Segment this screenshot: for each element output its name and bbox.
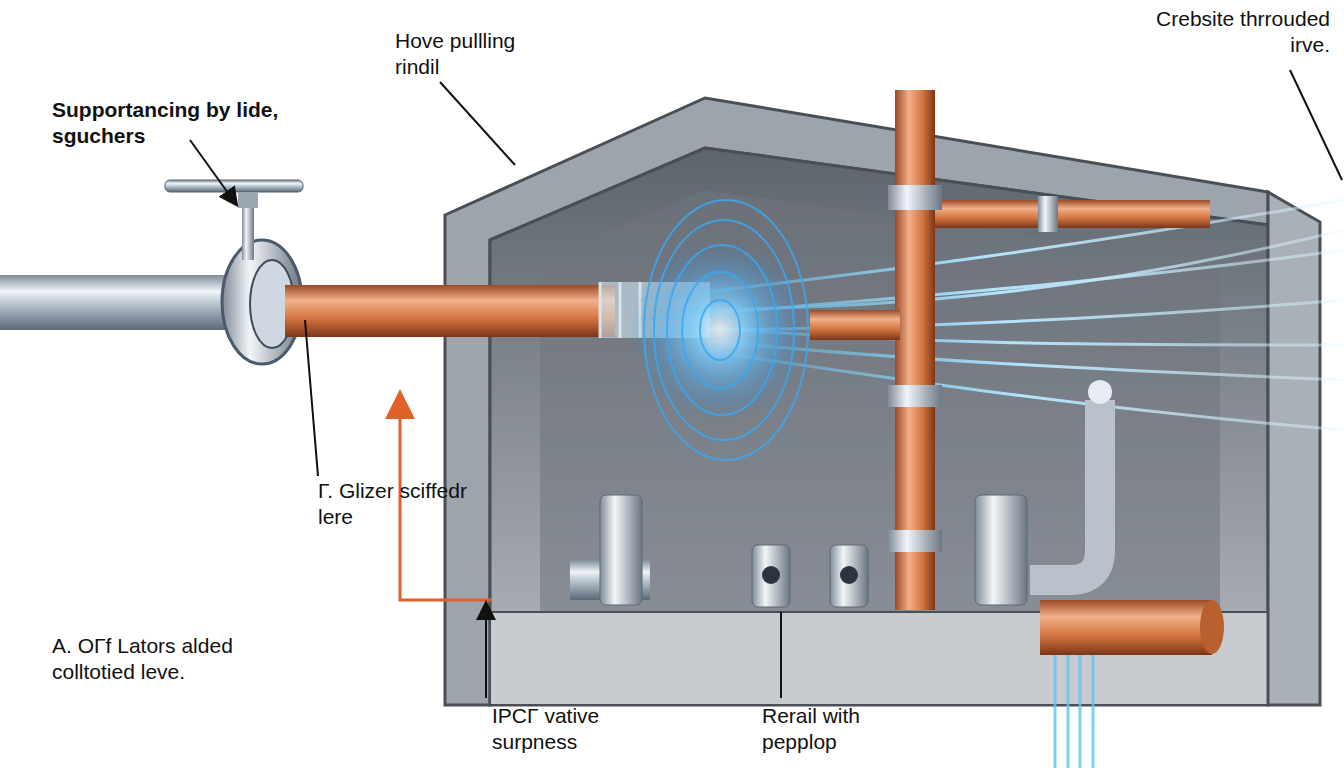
callout-label: IPCΓ vative surpness (492, 703, 637, 756)
callout-label: Supportancing by lide, sguchers (52, 97, 322, 150)
callout-label: Γ. Glizer sciffedr lere (318, 478, 468, 531)
callout-label: Hove pullling rindil (395, 28, 565, 81)
callout-label: Rerail with pepplop (762, 703, 907, 756)
callout-label: A. OΓf Lators alded colltotied leve. (52, 633, 287, 686)
callout-label: Crebsite thrrouded irve. (1140, 6, 1330, 59)
